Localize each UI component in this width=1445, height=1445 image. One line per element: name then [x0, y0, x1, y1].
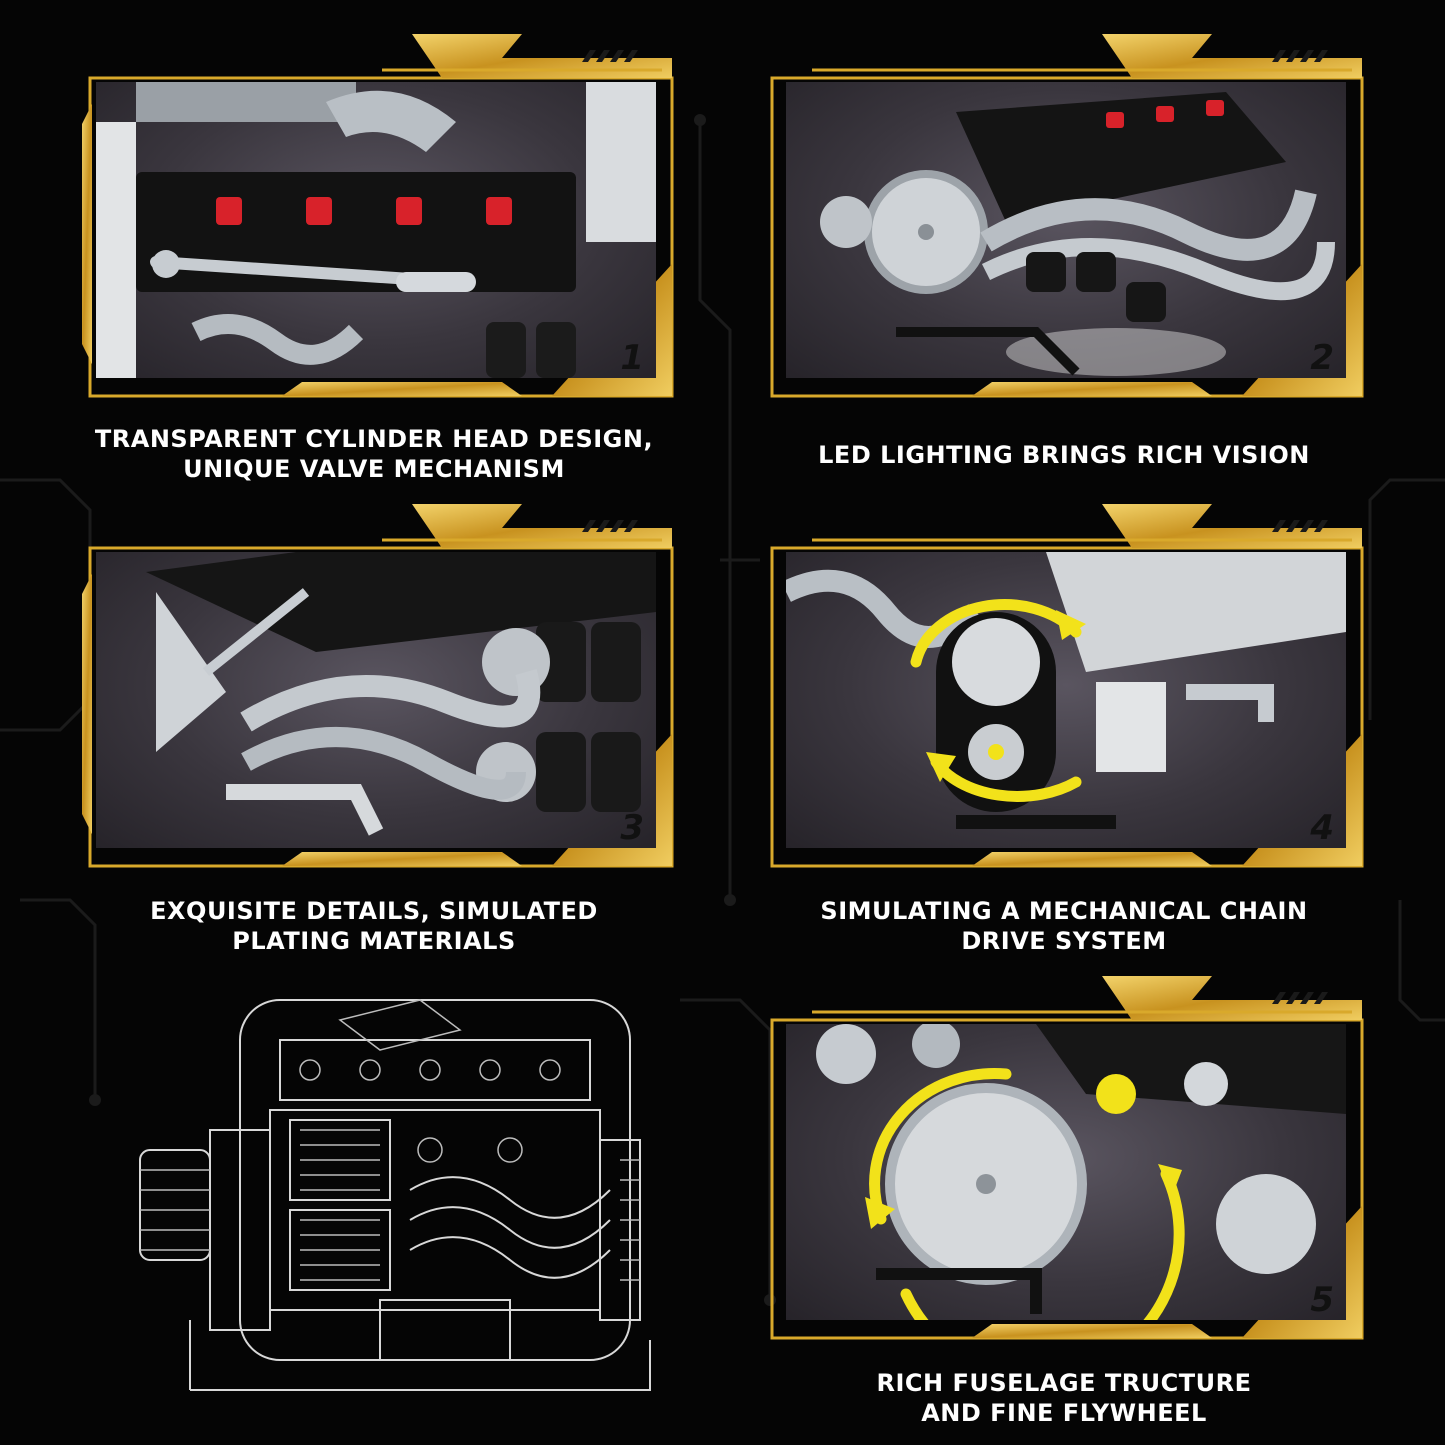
feature-panel-2: 2 [770, 34, 1364, 398]
engine-photo-chain-drive [786, 552, 1346, 848]
rotation-arrow-icon [869, 1068, 1185, 1320]
feature-panel-5: 5 [770, 976, 1364, 1340]
caption-1: TRANSPARENT CYLINDER HEAD DESIGN, UNIQUE… [94, 425, 654, 483]
caption-4: SIMULATING A MECHANICAL CHAIN DRIVE SYST… [820, 897, 1308, 955]
panel-number: 1 [620, 338, 644, 378]
engine-blueprint-drawing [139, 999, 651, 1391]
feature-panel-1: 1 [82, 34, 674, 398]
feature-panel-3: 3 [82, 504, 674, 868]
feature-panel-4: 4 [770, 504, 1364, 868]
rotation-arrow-icon [910, 599, 1082, 802]
caption-5: RICH FUSELAGE TRUCTURE AND FINE FLYWHEEL [876, 1369, 1252, 1427]
engine-photo-flywheel [786, 1024, 1346, 1320]
engine-photo-led-lighting [786, 82, 1346, 378]
panel-number: 2 [1310, 338, 1334, 378]
panel-number: 3 [620, 808, 644, 848]
panel-number: 5 [1310, 1280, 1334, 1320]
caption-3: EXQUISITE DETAILS, SIMULATED PLATING MAT… [150, 897, 598, 955]
panel-number: 4 [1310, 808, 1334, 848]
caption-2: LED LIGHTING BRINGS RICH VISION [818, 441, 1310, 469]
engine-photo-cylinder-head [96, 82, 656, 378]
engine-photo-plating [96, 552, 656, 848]
